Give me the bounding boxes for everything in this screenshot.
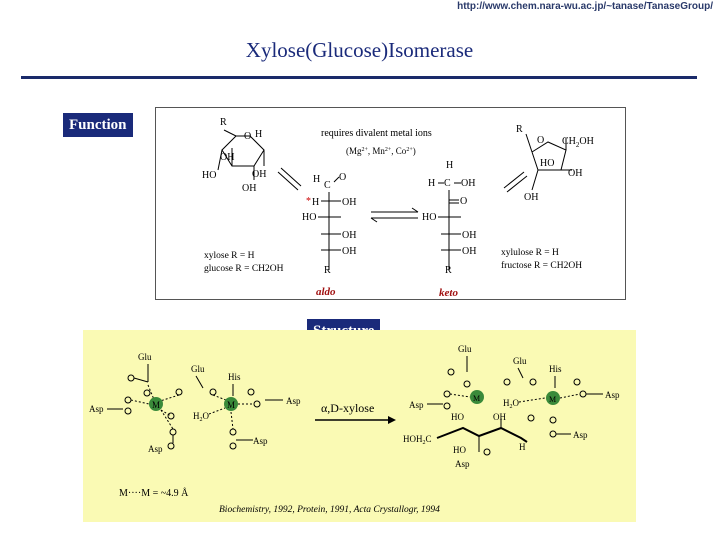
svg-text:Glu: Glu [513, 356, 527, 366]
svg-text:R: R [324, 265, 331, 276]
keto-label: keto [439, 287, 458, 299]
svg-text:O: O [460, 196, 467, 207]
svg-text:Asp: Asp [253, 436, 268, 446]
page-title: Xylose(Glucose)Isomerase [245, 38, 474, 62]
svg-text:H: H [519, 442, 526, 452]
svg-text:M: M [473, 394, 480, 403]
title-divider [21, 76, 697, 79]
svg-text:OH: OH [461, 178, 475, 189]
svg-text:His: His [228, 372, 241, 382]
svg-text:Asp: Asp [409, 400, 424, 410]
xylulose-legend: xylulose R = H [501, 248, 559, 258]
active-site-scheme: Glu Glu His M M Asp H2O [89, 344, 620, 515]
svg-text:Asp: Asp [455, 459, 470, 469]
svg-text:OH: OH [462, 246, 476, 257]
svg-text:OH: OH [524, 192, 538, 203]
furanose-structure [525, 133, 572, 191]
svg-text:OH: OH [342, 230, 356, 241]
svg-text:OH: OH [342, 246, 356, 257]
svg-text:H: H [428, 178, 435, 189]
svg-text:OH: OH [462, 230, 476, 241]
svg-text:HOH2C: HOH2C [403, 434, 432, 446]
aldo-label: aldo [316, 286, 336, 298]
svg-text:M: M [227, 400, 235, 410]
svg-text:H: H [446, 160, 453, 171]
function-label: Function [63, 113, 133, 137]
svg-text:M: M [549, 395, 556, 404]
svg-text:O: O [244, 131, 251, 142]
fructose-legend: fructose R = CH2OH [501, 260, 582, 271]
svg-text:C: C [444, 178, 451, 189]
svg-text:H: H [312, 197, 319, 208]
source-url: http://www.chem.nara-wu.ac.jp/~tanase/Ta… [457, 1, 713, 12]
svg-text:HO: HO [453, 445, 466, 455]
svg-text:Glu: Glu [458, 344, 472, 354]
left-active-site: Glu Glu His M M Asp H2O [89, 352, 301, 454]
right-active-site: Glu Glu His M M Asp HO OH H2O [403, 344, 620, 469]
svg-text:Glu: Glu [191, 364, 205, 374]
svg-text:HO: HO [540, 158, 554, 169]
svg-text:OH: OH [568, 168, 582, 179]
svg-text:HO: HO [302, 212, 316, 223]
svg-text:HO: HO [451, 412, 464, 422]
svg-text:C: C [324, 180, 331, 191]
svg-text:Glu: Glu [138, 352, 152, 362]
svg-text:Asp: Asp [573, 430, 588, 440]
svg-text:HO: HO [422, 212, 436, 223]
svg-text:O: O [537, 135, 544, 146]
svg-text:OH: OH [493, 412, 506, 422]
svg-text:Asp: Asp [148, 444, 163, 454]
svg-text:R: R [220, 117, 227, 128]
pyranose-structure [217, 129, 265, 180]
svg-text:HO: HO [202, 170, 216, 181]
svg-text:(Mg2+, Mn2+, Co2+): (Mg2+, Mn2+, Co2+) [346, 146, 416, 156]
svg-text:M: M [152, 400, 160, 410]
metals-note: requires divalent metal ions [321, 128, 432, 139]
glucose-legend: glucose R = CH2OH [204, 264, 284, 274]
svg-text:Asp: Asp [605, 390, 620, 400]
xylose-legend: xylose R = H [204, 251, 255, 261]
function-panel: R O H OH HO OH OH requires divalent meta… [155, 107, 626, 300]
svg-text:OH: OH [242, 183, 256, 194]
svg-text:OH: OH [220, 152, 234, 163]
structure-panel: Glu Glu His M M Asp H2O [83, 330, 636, 522]
svg-text:H2O: H2O [193, 411, 210, 423]
svg-text:*: * [306, 196, 311, 207]
reaction-arrow-label: α,D-xylose [321, 401, 374, 415]
metal-distance: M····M = ~4.9 Å [119, 487, 189, 499]
svg-text:CH2OH: CH2OH [562, 136, 594, 149]
svg-text:His: His [549, 364, 562, 374]
svg-text:R: R [445, 265, 452, 276]
svg-text:Asp: Asp [286, 396, 301, 406]
svg-text:H2O: H2O [503, 398, 520, 410]
citation: Biochemistry, 1992, Protein, 1991, Acta … [219, 505, 440, 515]
isomerization-scheme: R O H OH HO OH OH requires divalent meta… [202, 117, 594, 299]
svg-text:O: O [339, 172, 346, 183]
svg-text:Asp: Asp [89, 404, 104, 414]
svg-text:H: H [255, 129, 262, 140]
svg-text:OH: OH [342, 197, 356, 208]
svg-text:H: H [313, 174, 320, 185]
svg-text:R: R [516, 124, 523, 135]
svg-text:OH: OH [252, 169, 266, 180]
